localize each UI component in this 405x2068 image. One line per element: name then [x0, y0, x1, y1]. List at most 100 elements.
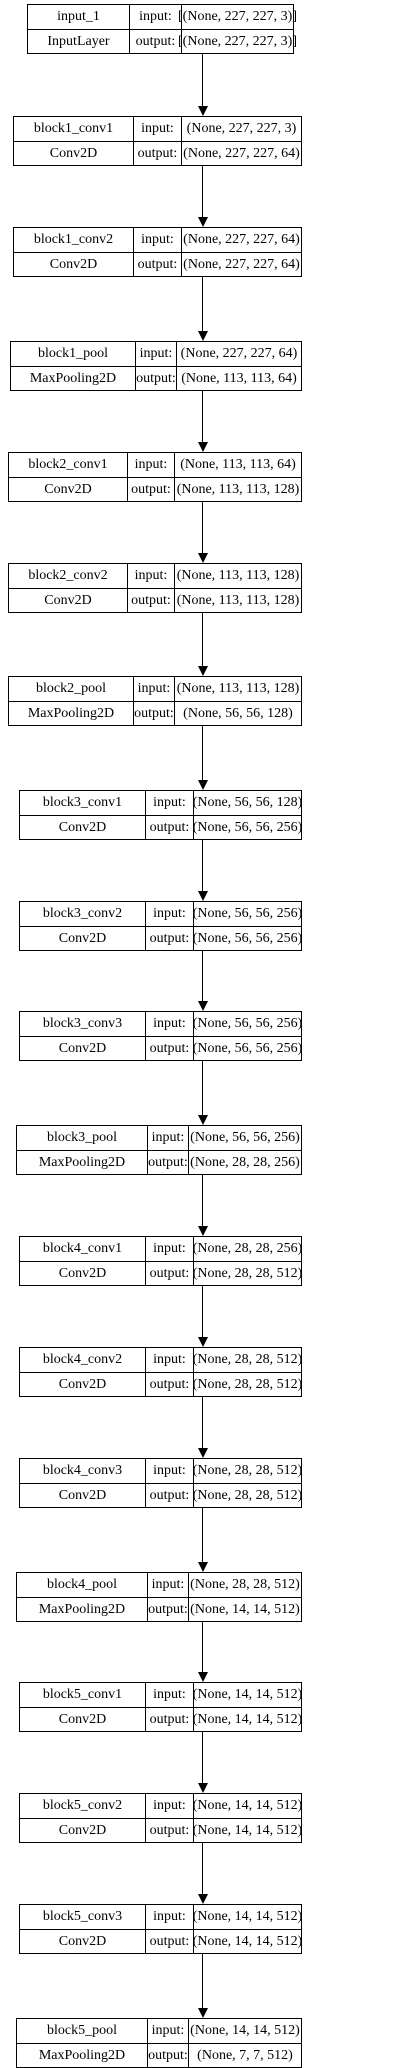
input-label: input: — [153, 795, 186, 810]
edge-line — [202, 1397, 203, 1448]
row-divider — [20, 1818, 301, 1819]
arrow-down-icon — [197, 1783, 208, 1793]
output-label: output: — [148, 1602, 188, 1617]
input-label: input: — [153, 1798, 186, 1813]
input-shape: (None, 56, 56, 128) — [192, 795, 303, 810]
input-label: input: — [151, 2023, 185, 2038]
input-shape: (None, 14, 14, 512) — [192, 1798, 303, 1813]
edge-line — [202, 1175, 203, 1226]
output-label: output: — [131, 593, 171, 608]
edge-line — [202, 502, 203, 553]
edge-line — [202, 1508, 203, 1562]
input-shape: (None, 227, 227, 64) — [180, 346, 298, 361]
output-shape: (None, 56, 56, 256) — [192, 820, 303, 835]
arrow-down-icon — [197, 1001, 208, 1011]
input-label: input: — [153, 1352, 186, 1367]
output-label: output: — [137, 257, 178, 272]
edge-line — [202, 1061, 203, 1115]
layer-name: block5_pool — [47, 2023, 117, 2038]
layer-name: input_1 — [57, 9, 100, 24]
input-label: input: — [134, 568, 168, 583]
row-divider — [20, 1707, 301, 1708]
arrow-down-icon — [197, 1894, 208, 1904]
arrow-down-icon — [197, 1448, 208, 1458]
arrow-down-icon — [197, 106, 208, 116]
input-shape: (None, 113, 113, 128) — [176, 568, 300, 583]
input-shape: (None, 56, 56, 256) — [192, 906, 303, 921]
arrow-down-icon — [197, 666, 208, 676]
arrow-down-icon — [197, 1226, 208, 1236]
layer-name: block5_conv3 — [42, 1909, 123, 1924]
output-label: output: — [149, 820, 190, 835]
row-divider — [20, 815, 301, 816]
layer-type: MaxPooling2D — [38, 2048, 126, 2063]
layer-type: Conv2D — [58, 820, 107, 835]
output-label: output: — [149, 1712, 190, 1727]
layer-name: block3_conv1 — [42, 795, 123, 810]
output-shape: (None, 227, 227, 64) — [183, 257, 300, 272]
input-shape: (None, 227, 227, 3) — [186, 121, 297, 136]
output-label: output: — [136, 371, 176, 386]
output-label: output: — [148, 1155, 188, 1170]
arrow-down-icon — [197, 891, 208, 901]
layer-type: MaxPooling2D — [38, 1155, 126, 1170]
input-shape: (None, 56, 56, 256) — [190, 1130, 300, 1145]
output-shape: (None, 14, 14, 512) — [192, 1712, 303, 1727]
edge-line — [202, 951, 203, 1001]
output-shape: (None, 113, 113, 128) — [176, 482, 300, 497]
edge-line — [202, 1622, 203, 1672]
layer-type: MaxPooling2D — [29, 371, 117, 386]
output-label: output: — [149, 1377, 190, 1392]
input-label: input: — [153, 1909, 186, 1924]
layer-name: block1_conv1 — [33, 121, 114, 136]
edge-line — [202, 1954, 203, 2008]
arrow-down-icon — [197, 553, 208, 563]
layer-type: MaxPooling2D — [27, 706, 115, 721]
row-divider — [17, 2043, 301, 2044]
input-label: input: — [153, 1241, 186, 1256]
input-shape: [(None, 227, 227, 3)] — [178, 9, 297, 24]
layer-name: block2_conv1 — [28, 457, 108, 472]
edge-line — [202, 54, 203, 106]
layer-type: Conv2D — [49, 146, 98, 161]
arrow-down-icon — [197, 1562, 208, 1572]
edge-line — [202, 277, 203, 331]
layer-type: InputLayer — [47, 34, 110, 49]
row-divider — [11, 366, 301, 367]
edge-line — [202, 391, 203, 442]
arrow-down-icon — [197, 1115, 208, 1125]
layer-type: Conv2D — [58, 1712, 107, 1727]
layer-type: Conv2D — [58, 1488, 107, 1503]
input-label: input: — [137, 681, 171, 696]
layer-type: MaxPooling2D — [38, 1602, 126, 1617]
output-shape: [(None, 227, 227, 3)] — [178, 34, 297, 49]
row-divider — [9, 477, 301, 478]
layer-name: block3_conv3 — [42, 1016, 123, 1031]
layer-name: block5_conv2 — [42, 1798, 123, 1813]
row-divider — [17, 1150, 301, 1151]
output-shape: (None, 113, 113, 64) — [181, 371, 297, 386]
output-label: output: — [149, 1041, 190, 1056]
layer-name: block2_pool — [36, 681, 106, 696]
output-label: output: — [149, 1823, 190, 1838]
layer-name: block5_conv1 — [42, 1687, 123, 1702]
output-shape: (None, 14, 14, 512) — [190, 1602, 300, 1617]
output-label: output: — [149, 1488, 190, 1503]
row-divider — [20, 926, 301, 927]
input-shape: (None, 113, 113, 128) — [176, 681, 300, 696]
input-shape: (None, 14, 14, 512) — [190, 2023, 300, 2038]
row-divider — [20, 1036, 301, 1037]
row-divider — [9, 588, 301, 589]
edge-line — [202, 1286, 203, 1337]
output-label: output: — [149, 931, 190, 946]
input-label: input: — [139, 346, 173, 361]
input-label: input: — [151, 1577, 185, 1592]
